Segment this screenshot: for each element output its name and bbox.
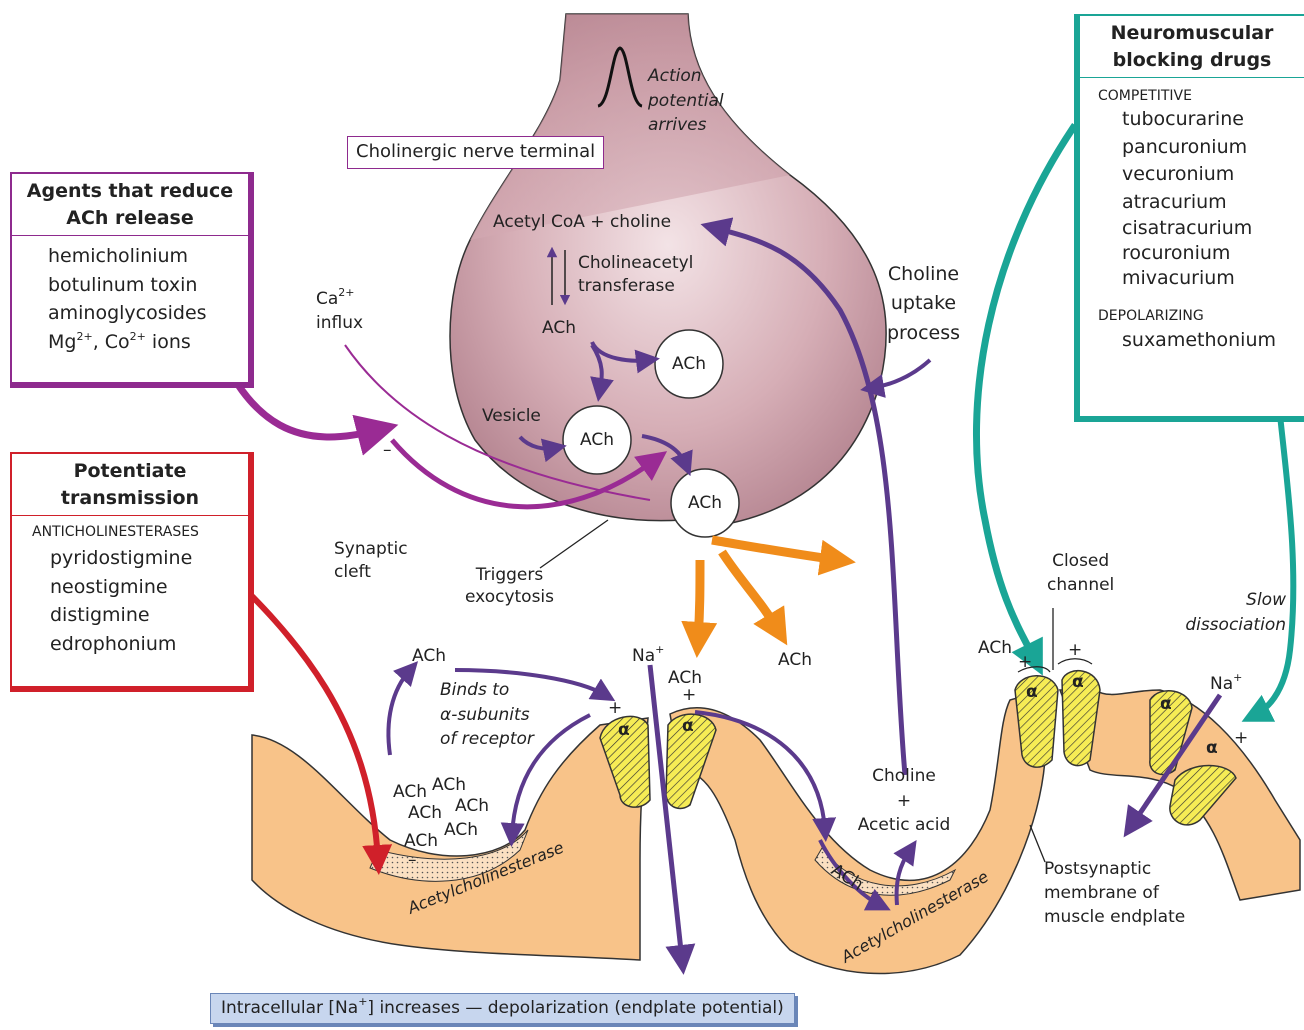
- slow-dissociation-label: Slow dissociation: [1180, 588, 1286, 637]
- alpha-label: α: [1160, 694, 1172, 715]
- reduce-release-box: Agents that reduce ACh release hemicholi…: [10, 172, 254, 388]
- competitive-label: COMPETITIVE: [1080, 78, 1304, 106]
- potentiate-box: Potentiate transmission ANTICHOLINESTERA…: [10, 452, 254, 692]
- minus-sign: –: [383, 440, 392, 461]
- action-potential-label: Action potential arrives: [648, 64, 724, 138]
- depolarizing-list: suxamethonium: [1080, 326, 1304, 355]
- triggers-exocytosis-label: Triggers exocytosis: [465, 564, 554, 608]
- ach-label: ACh: [542, 318, 576, 339]
- postsynaptic-label: Postsynaptic membrane of muscle endplate: [1044, 858, 1185, 929]
- alpha-label: α: [1072, 672, 1084, 693]
- footer-banner: Intracellular [Na+] increases — depolari…: [210, 993, 795, 1024]
- ach-label: ACh: [978, 638, 1012, 659]
- ach-label: ACh: [393, 782, 427, 803]
- alpha-label: α: [618, 720, 630, 741]
- ach-label: ACh: [432, 775, 466, 796]
- potentiate-list: pyridostigmine neostigmine distigmine ed…: [12, 544, 248, 658]
- potentiate-title: Potentiate transmission: [12, 454, 248, 516]
- reduce-release-title: Agents that reduce ACh release: [12, 174, 248, 236]
- choline-acetic-label: Choline + Acetic acid: [856, 764, 952, 838]
- binds-label: Binds to α-subunits of receptor: [440, 678, 534, 752]
- ach-label: ACh: [778, 650, 812, 671]
- blocking-drugs-box: Neuromuscular blocking drugs COMPETITIVE…: [1074, 14, 1304, 422]
- depolarizing-label: DEPOLARIZING: [1080, 290, 1304, 326]
- alpha-label: α: [1026, 682, 1038, 703]
- minus-sign: –: [408, 850, 417, 871]
- ach-label: ACh: [455, 796, 489, 817]
- vesicle-ach-label: ACh: [580, 430, 614, 451]
- vesicle-ach-label: ACh: [688, 493, 722, 514]
- blocking-drugs-title: Neuromuscular blocking drugs: [1080, 16, 1304, 78]
- na-label: Na+: [632, 646, 664, 667]
- nerve-terminal-label: Cholinergic nerve terminal: [347, 136, 604, 169]
- anticholinesterases-label: ANTICHOLINESTERASES: [12, 516, 248, 544]
- alpha-label: α: [1206, 738, 1218, 759]
- closed-channel-label: Closed channel: [1047, 550, 1114, 598]
- enzyme-label: Cholineacetyl transferase: [578, 252, 693, 298]
- synaptic-cleft-label: Synaptic cleft: [334, 538, 408, 584]
- vesicle-ach-label: ACh: [672, 354, 706, 375]
- ach-label: ACh: [412, 646, 446, 667]
- na-label: Na+: [1210, 674, 1242, 695]
- plus-sign: +: [608, 698, 622, 719]
- reduce-release-list: hemicholinium botulinum toxin aminoglyco…: [12, 236, 248, 356]
- plus-sign: +: [1068, 640, 1082, 661]
- plus-sign: +: [1234, 728, 1248, 749]
- ach-label: ACh: [444, 820, 478, 841]
- choline-uptake-label: Choline uptake process: [887, 260, 960, 348]
- acetyl-coa-label: Acetyl CoA + choline: [493, 212, 671, 233]
- ach-label: ACh: [408, 803, 442, 824]
- plus-sign: +: [1018, 652, 1032, 673]
- alpha-label: α: [682, 716, 694, 737]
- competitive-list: tubocurarine pancuronium vecuronium atra…: [1080, 106, 1304, 290]
- ca-influx-label: Ca2+ influx: [316, 288, 363, 336]
- plus-sign: +: [682, 685, 696, 706]
- vesicle-label: Vesicle: [482, 406, 541, 427]
